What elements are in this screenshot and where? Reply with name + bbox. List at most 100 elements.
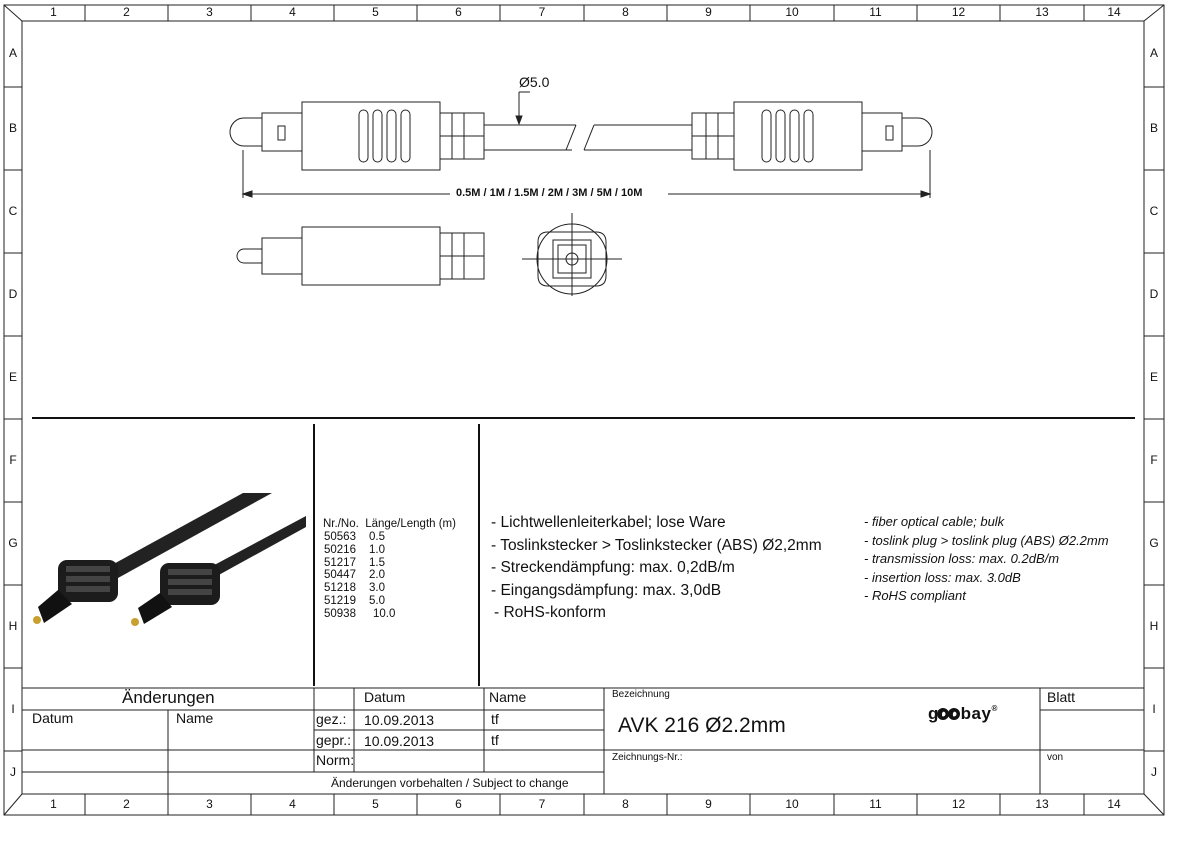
row-label: E <box>1149 369 1158 384</box>
column-label: 14 <box>1107 5 1121 19</box>
row-label: G <box>8 535 18 550</box>
spec-item: - Eingangsdämpfung: max. 3,0dB <box>491 581 722 599</box>
column-label: 10 <box>785 797 799 811</box>
column-label: 13 <box>1035 5 1049 19</box>
of-label: von <box>1047 752 1064 763</box>
column-label: 4 <box>289 797 296 811</box>
spec-item: - transmission loss: max. 0.2dB/m <box>864 551 1060 566</box>
header-length: Länge/Length (m) <box>365 518 456 530</box>
goobay-logo-text: goobay® <box>928 704 998 723</box>
column-label: 12 <box>951 797 966 811</box>
spec-item: - RoHS-konform <box>494 604 606 621</box>
gepr-date: 10.09.2013 <box>364 733 435 749</box>
plug-side-view <box>236 226 485 286</box>
column-label: 2 <box>123 5 130 19</box>
row-label: A <box>8 46 17 60</box>
spec-item: - fiber optical cable; bulk <box>864 514 1005 529</box>
gez-label: gez.: <box>316 711 347 727</box>
column-label: 11 <box>869 797 882 811</box>
column-label: 14 <box>1107 797 1121 811</box>
column-label: 1 <box>50 5 57 19</box>
row-label: A <box>1149 46 1158 60</box>
row-label: D <box>1149 286 1159 301</box>
row-label: G <box>1149 535 1159 550</box>
sheet-label: Blatt <box>1047 689 1076 705</box>
row-label: B <box>1149 120 1158 135</box>
column-label: 2 <box>123 797 130 811</box>
column-label: 1 <box>50 797 57 811</box>
header-no: Nr./No. <box>323 518 359 530</box>
column-label: 7 <box>538 797 546 811</box>
length-label: 0.5M / 1M / 1.5M / 2M / 3M / 5M / 10M <box>454 187 645 199</box>
row-label: J <box>10 764 16 779</box>
length-table-header: Nr./No. Länge/Length (m) <box>323 518 456 531</box>
spec-list-de: - Lichtwellenleiterkabel; lose Ware - To… <box>491 512 822 625</box>
product-designation: AVK 216 Ø2.2mm <box>618 714 786 737</box>
gepr-label: gepr.: <box>316 732 352 748</box>
row-label: C <box>1149 203 1159 218</box>
column-label: 6 <box>455 797 462 811</box>
row-label: H <box>1149 618 1159 633</box>
row-label: I <box>1152 701 1156 716</box>
product-photo <box>33 493 306 626</box>
changes-heading: Änderungen <box>122 688 215 707</box>
date-header: Datum <box>364 689 406 705</box>
title-block-grid <box>22 687 1144 794</box>
column-label: 6 <box>455 5 462 19</box>
cable-drawing <box>229 101 933 171</box>
gez-name: tf <box>491 711 499 727</box>
column-label: 5 <box>372 5 379 19</box>
bezeichnung-label: Bezeichnung <box>612 689 670 700</box>
spec-item: - insertion loss: max. 3.0dB <box>864 569 1021 585</box>
row-label: E <box>8 369 17 384</box>
column-label: 5 <box>372 797 379 811</box>
spec-item: - Toslinkstecker > Toslinkstecker (ABS) … <box>491 536 822 554</box>
spec-item: - toslink plug > toslink plug (ABS) Ø2.2… <box>864 532 1109 548</box>
row-label: F <box>1150 452 1158 467</box>
diameter-label: Ø5.0 <box>519 74 550 90</box>
diameter-leader <box>515 91 530 126</box>
border-frame <box>3 4 1165 816</box>
column-label: 8 <box>622 5 629 19</box>
spec-item: - Lichtwellenleiterkabel; lose Ware <box>491 514 726 531</box>
spec-list-en: - fiber optical cable; bulk - toslink pl… <box>864 513 1109 606</box>
column-label: 8 <box>622 797 629 811</box>
column-label: 12 <box>951 5 966 19</box>
changes-name-header: Name <box>176 710 214 726</box>
column-label: 7 <box>538 5 546 19</box>
changes-date-header: Datum <box>32 710 74 726</box>
spec-item: - Streckendämpfung: max. 0,2dB/m <box>491 559 735 576</box>
row-label: J <box>1151 764 1157 779</box>
norm-label: Norm: <box>316 752 355 768</box>
change-notice: Änderungen vorbehalten / Subject to chan… <box>331 776 569 790</box>
row-label: H <box>8 618 18 633</box>
column-label: 9 <box>705 5 712 19</box>
column-label: 9 <box>705 797 712 811</box>
column-label: 10 <box>785 5 799 19</box>
column-label: 3 <box>206 797 213 811</box>
name-header: Name <box>489 689 527 705</box>
goobay-logo <box>937 708 960 720</box>
row-label: B <box>8 120 17 135</box>
plug-front-view <box>522 213 622 296</box>
row-label: C <box>8 203 18 218</box>
spec-item: - RoHS compliant <box>864 588 966 603</box>
column-label: 11 <box>869 5 882 19</box>
row-label: D <box>8 286 18 301</box>
gez-date: 10.09.2013 <box>364 712 435 728</box>
row-label: I <box>11 701 15 716</box>
column-label: 3 <box>206 5 213 19</box>
drawing-number-label: Zeichnungs-Nr.: <box>612 752 683 763</box>
column-label: 4 <box>289 5 296 19</box>
column-label: 13 <box>1035 797 1049 811</box>
gepr-name: tf <box>491 732 499 748</box>
